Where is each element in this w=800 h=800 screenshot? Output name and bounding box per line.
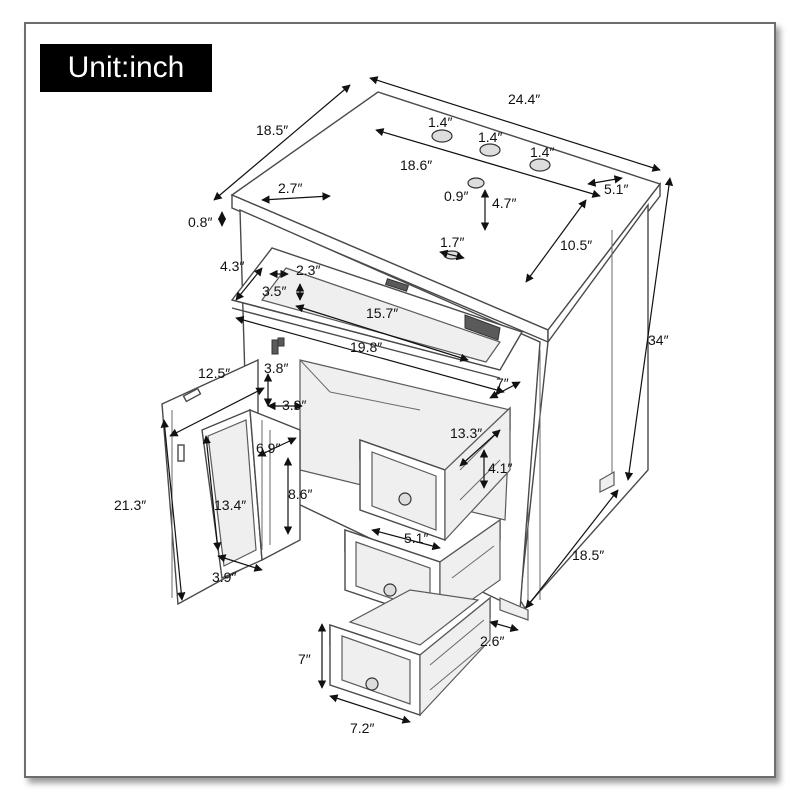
- unit-label: Unit:inch: [40, 44, 212, 92]
- dim-base: 2.6″: [480, 633, 504, 649]
- dim-flap-width: 19.8″: [350, 339, 382, 355]
- dim-shelf-38: 3.8″: [264, 360, 288, 376]
- dim-drawer-width: 5.1″: [404, 530, 428, 546]
- dim-inset: 2.7″: [278, 180, 302, 196]
- dim-bottom-drawer-width: 7.2″: [350, 720, 374, 736]
- dim-drawer-depth: 13.3″: [450, 425, 482, 441]
- cable-hole-3: [529, 158, 551, 172]
- cable-hole-2: [479, 143, 501, 157]
- dim-door-width: 12.5″: [198, 365, 230, 381]
- dim-back-depth: 10.5″: [560, 237, 592, 253]
- dim-shelf-39: 3.9″: [282, 397, 306, 413]
- dimension-labels: 24.4″ 18.5″ 0.8″ 2.7″ 1.4″ 1.4″ 1.4″ 18.…: [114, 91, 669, 736]
- cabinet-base: [499, 597, 529, 621]
- dim-hole-2: 1.4″: [478, 129, 502, 145]
- dim-height: 34″: [648, 332, 669, 348]
- dim-hole-small: 0.9″: [444, 188, 468, 204]
- dim-side-depth: 18.5″: [572, 547, 604, 563]
- dim-flap-inner-width: 15.7″: [366, 305, 398, 321]
- dim-door-height: 21.3″: [114, 497, 146, 513]
- dim-inner-69: 6.9″: [256, 440, 280, 456]
- cabinet-drawing: [161, 91, 662, 717]
- dim-hole-depth: 4.7″: [492, 195, 516, 211]
- dim-hole-1: 1.4″: [428, 114, 452, 130]
- drawer-3: [329, 589, 491, 717]
- dim-hole-3: 1.4″: [530, 144, 554, 160]
- dim-drawer-height: 4.1″: [488, 460, 512, 476]
- dim-inner-134: 13.4″: [214, 497, 246, 513]
- dim-inner-39-bottom: 3.9″: [212, 569, 236, 585]
- cable-hole-1: [431, 129, 453, 143]
- dim-depth-top: 18.5″: [256, 122, 288, 138]
- dim-flap-gap: 1.7″: [440, 234, 464, 250]
- dimension-lines: [160, 76, 674, 724]
- dim-flap-height: 4.3″: [220, 258, 244, 274]
- dim-hole-span: 18.6″: [400, 157, 432, 173]
- dim-side-7: 7″: [496, 375, 509, 391]
- dim-top-thickness: 0.8″: [188, 214, 212, 230]
- dim-flap-inner: 2.3″: [296, 262, 320, 278]
- dim-width-top: 24.4″: [508, 91, 540, 107]
- dim-bottom-drawer-height: 7″: [298, 651, 311, 667]
- dim-back-offset: 5.1″: [604, 181, 628, 197]
- dim-flap-small: 3.5″: [262, 283, 286, 299]
- cable-hole-4: [467, 177, 485, 189]
- dim-inner-86: 8.6″: [288, 486, 312, 502]
